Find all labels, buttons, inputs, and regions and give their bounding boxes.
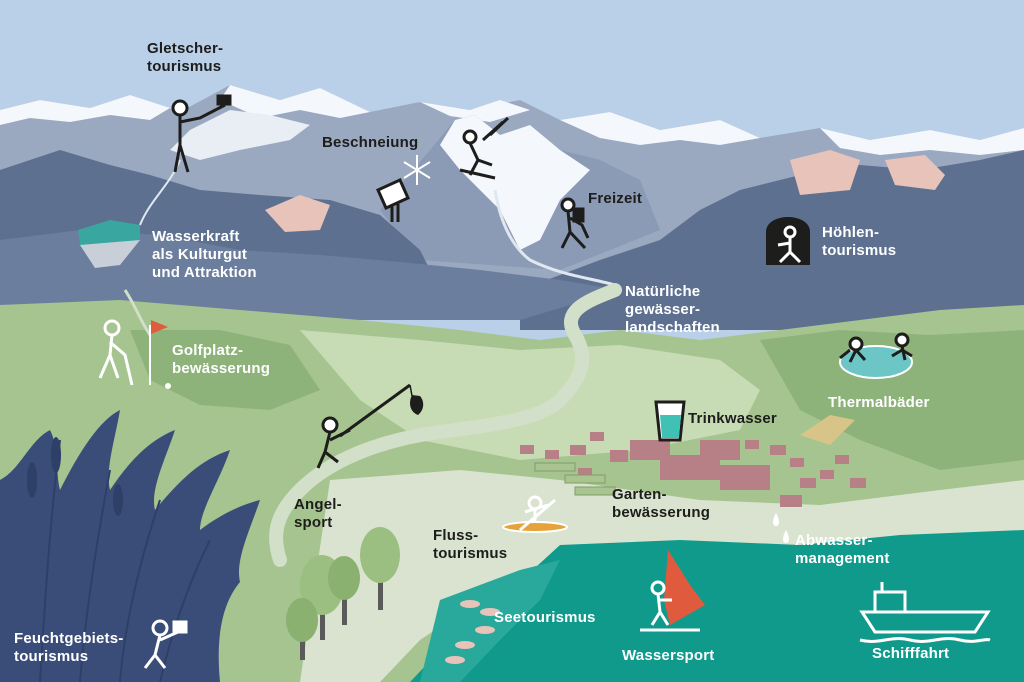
meadow-dark: [760, 330, 1024, 470]
label-gartenbewaesserung: Garten- bewässerung: [612, 486, 711, 521]
windsurf-sail: [664, 550, 705, 625]
golf-flag-icon: [149, 320, 171, 389]
rock-patch: [790, 150, 860, 195]
skier-icon: [459, 116, 510, 180]
glacier-walker-icon: [171, 94, 232, 173]
cave-explorer-icon: [766, 217, 810, 265]
label-angelsport: Angel- sport: [294, 496, 342, 531]
label-abwassermanagement: Abwasser- management: [795, 532, 890, 567]
birdwatcher-icon: [143, 619, 188, 669]
label-wasserkraft: Wasserkraft als Kulturgut und Attraktion: [152, 228, 257, 281]
label-hoehlentourismus: Höhlen- tourismus: [822, 224, 897, 259]
label-schifffahrt: Schifffahrt: [872, 645, 950, 662]
reservoir: [78, 220, 140, 245]
meadow-dark-left: [130, 330, 320, 410]
rock-patch: [885, 155, 945, 190]
river: [269, 283, 622, 567]
town: [520, 432, 866, 507]
label-trinkwasser: Trinkwasser: [688, 410, 777, 427]
thermal-bath-icon: [839, 332, 913, 363]
meadow-light: [300, 330, 760, 460]
golfer-icon: [98, 319, 134, 386]
garden-plots: [534, 462, 616, 496]
trees: [286, 527, 400, 660]
label-gletschertourismus: Gletscher- tourismus: [147, 40, 224, 75]
label-thermalbaeder: Thermalbäder: [828, 394, 930, 411]
hiker-icon: [560, 197, 590, 250]
kayak-boat: [502, 521, 568, 533]
label-golfplatzbewaesserung: Golfplatz- bewässerung: [172, 342, 271, 377]
fish-icon: [409, 384, 424, 415]
label-flusstourismus: Fluss- tourismus: [433, 527, 508, 562]
label-feuchtgebietstourismus: Feuchtgebiets- tourismus: [14, 630, 124, 665]
water-drops-icon: [773, 513, 789, 543]
snowflake-icon: [403, 155, 431, 185]
water-glass-icon: [654, 400, 686, 442]
label-beschneiung: Beschneiung: [322, 134, 419, 151]
snow-cannon-icon: [376, 178, 410, 222]
reservoir-dam: [80, 240, 140, 268]
sand-field: [800, 415, 855, 445]
label-natuerliche-gewaesserlandschaften: Natürliche gewässer- landschaften: [625, 283, 720, 336]
cattails: [27, 437, 123, 516]
kayak-icon: [519, 495, 556, 532]
glacier: [170, 110, 310, 160]
windsurfer-icon: [640, 580, 700, 632]
label-freizeit: Freizeit: [588, 190, 643, 207]
label-seetourismus: Seetourismus: [494, 609, 596, 626]
shore: [300, 470, 1024, 682]
snowmelt-stream: [493, 189, 616, 287]
central-peak-snow: [440, 115, 590, 250]
stream-left: [123, 289, 152, 336]
snow-caps: [0, 85, 1024, 155]
lake: [410, 530, 1024, 682]
ship-icon: [859, 582, 991, 643]
stepping-stones: [445, 600, 500, 664]
angler-icon: [316, 383, 411, 469]
reeds: [0, 410, 260, 682]
rock-patch: [265, 195, 330, 232]
label-wassersport: Wassersport: [622, 647, 715, 664]
mid-ridge: [0, 230, 620, 320]
lake-shallow: [420, 560, 560, 682]
